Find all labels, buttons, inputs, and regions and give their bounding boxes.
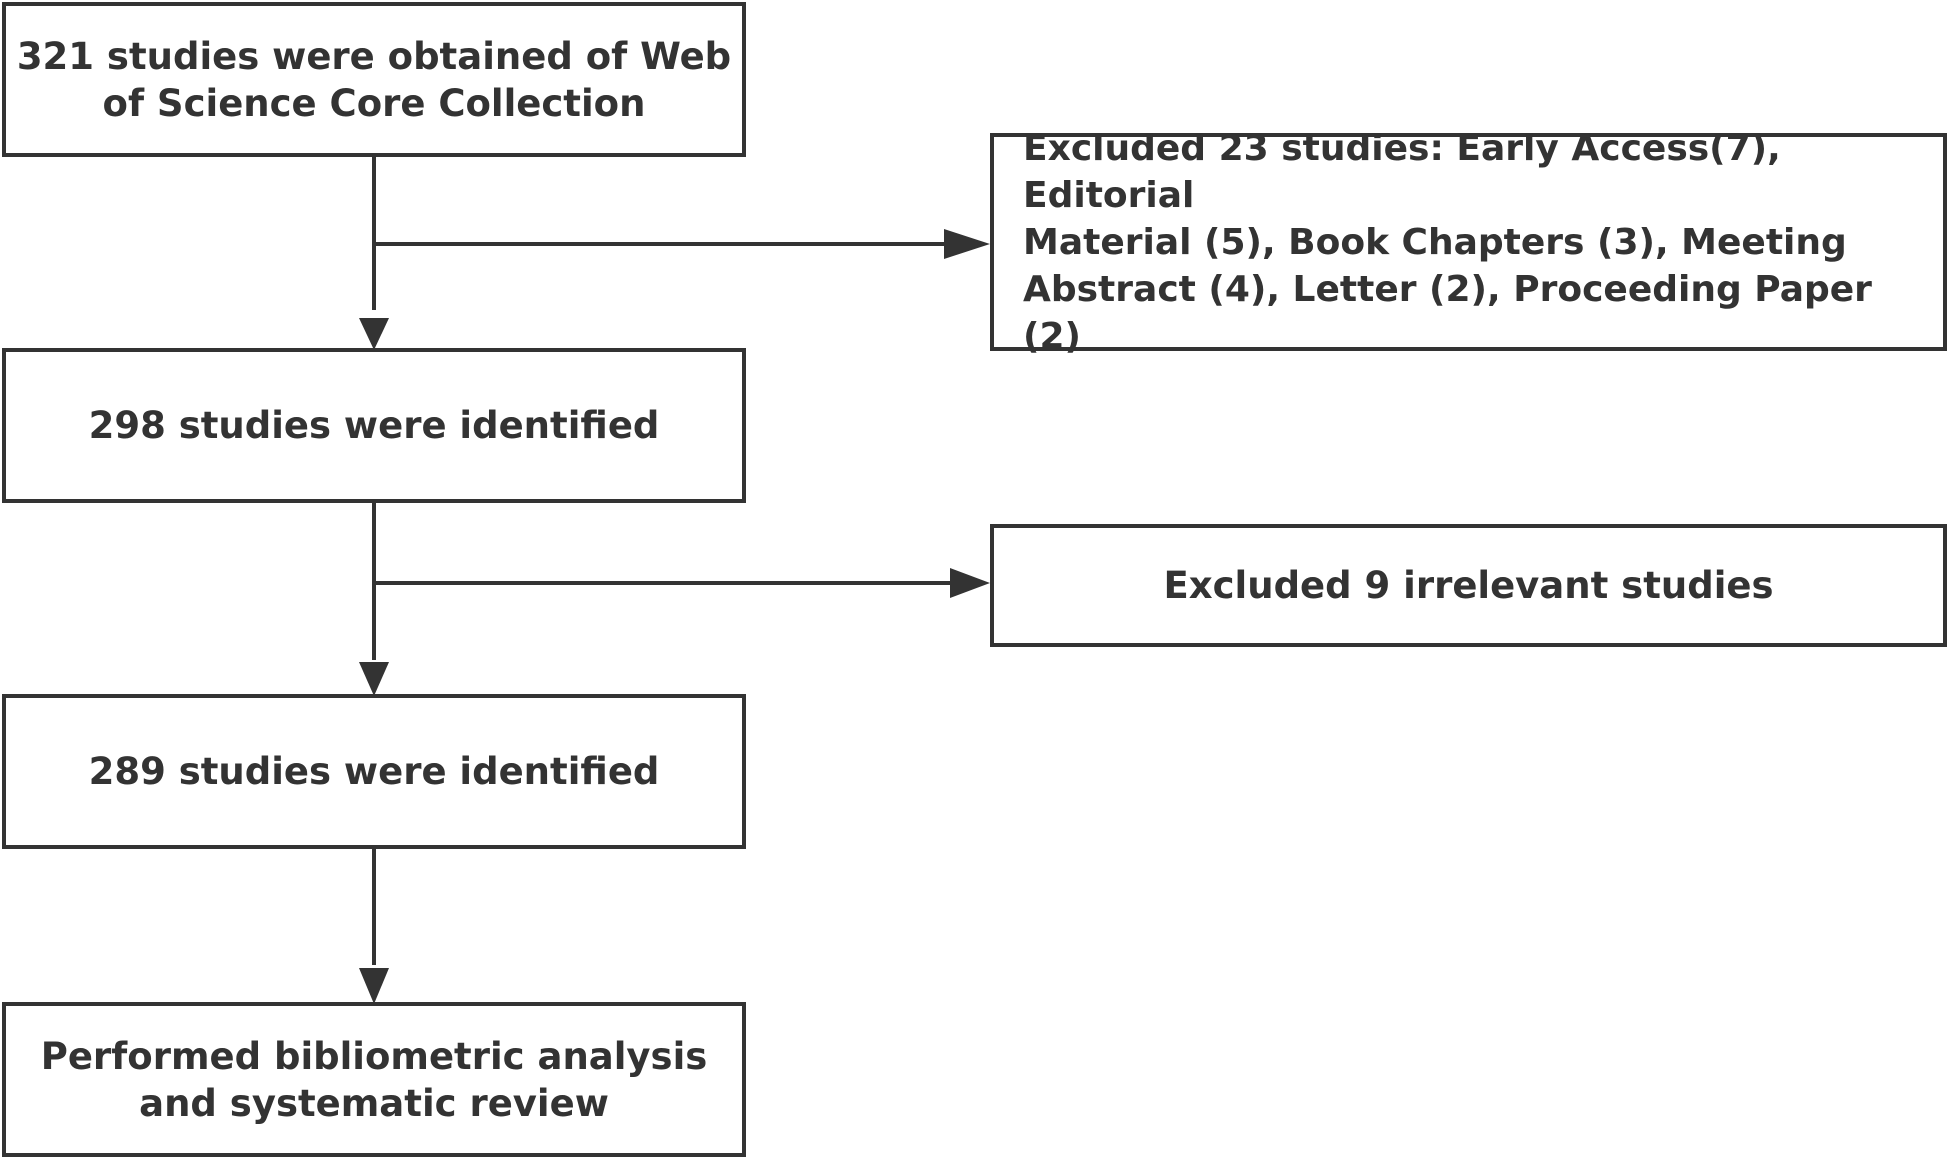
arrowhead-branch-to-exclusion2	[950, 568, 990, 598]
flowchart-box-exclusion-2: Excluded 9 irrelevant studies	[990, 524, 1947, 647]
box-start-label: 321 studies were obtained of Web of Scie…	[16, 34, 732, 125]
arrowhead-step2-to-step3	[359, 662, 389, 696]
box-exclusion-1-label: Excluded 23 studies: Early Access(7), Ed…	[1023, 127, 1872, 357]
flowchart-box-step-2: 298 studies were identified	[2, 348, 746, 503]
box-step-3-label: 289 studies were identified	[88, 750, 660, 793]
arrowhead-step3-to-final	[359, 968, 389, 1004]
box-exclusion-2-label: Excluded 9 irrelevant studies	[1163, 564, 1774, 607]
arrowhead-branch-to-exclusion1	[944, 229, 990, 259]
flowchart-box-exclusion-1: Excluded 23 studies: Early Access(7), Ed…	[990, 128, 1947, 357]
box-step-2-label: 298 studies were identified	[88, 404, 660, 447]
flowchart-box-final: Performed bibliometric analysis and syst…	[2, 1002, 746, 1157]
arrowhead-start-to-step2	[359, 318, 389, 350]
flowchart-box-step-3: 289 studies were identified	[2, 694, 746, 849]
flowchart-box-start: 321 studies were obtained of Web of Scie…	[2, 2, 746, 157]
box-final-label: Performed bibliometric analysis and syst…	[40, 1034, 708, 1125]
